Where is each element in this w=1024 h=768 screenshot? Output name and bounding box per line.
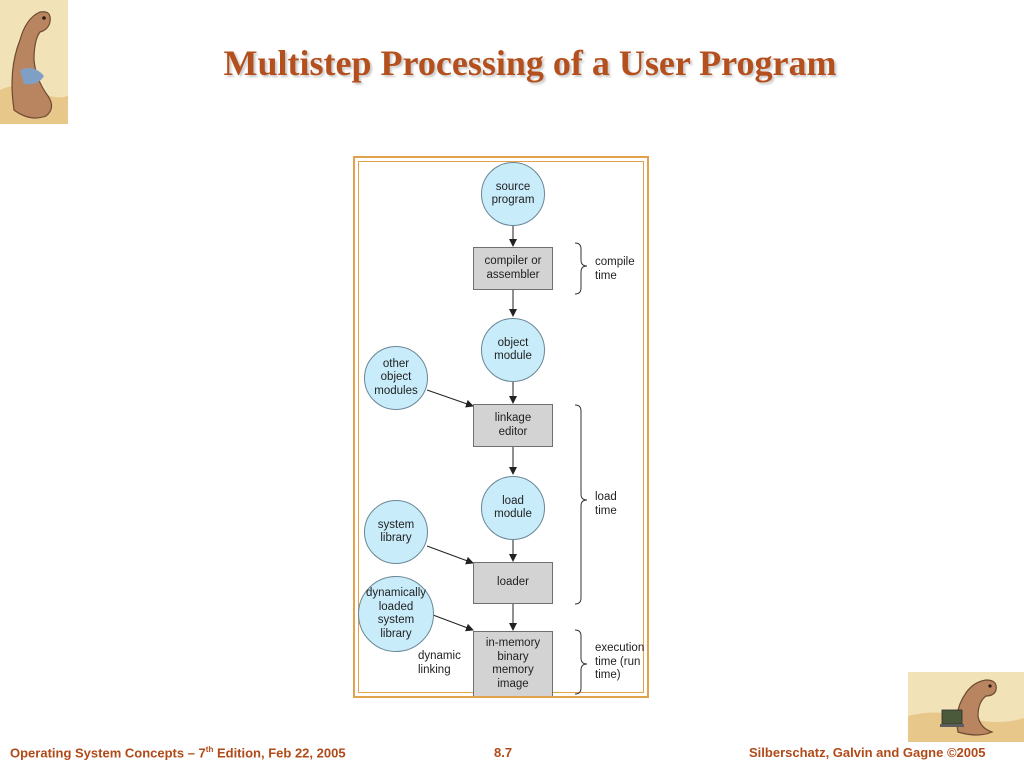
dinosaur-laptop-mascot-icon [908,672,1024,742]
arrow-dynamic-library-to-memory [432,614,474,632]
compiler-label: compiler or assembler [484,255,542,281]
other-object-modules-node: other object modules [364,346,428,410]
compile-time-label: compile time [595,256,635,282]
in-memory-image-label: in-memory binary memory image [485,637,541,690]
arrow-other-modules-to-linkage [426,389,474,408]
brace-load-time [574,404,588,605]
loader-node: loader [473,562,553,604]
dynamically-loaded-library-node: dynamically loaded system library [358,576,434,652]
footer-copyright: Silberschatz, Galvin and Gagne ©2005 [749,745,986,760]
system-library-label: system library [377,518,415,545]
linkage-editor-label: linkage editor [494,412,532,438]
dynamically-loaded-library-label: dynamically loaded system library [365,587,427,640]
brace-compile-time [574,242,588,295]
footer-book-title: Operating System Concepts – 7 [10,745,206,761]
load-module-label: load module [494,494,532,521]
load-time-label: load time [595,491,617,517]
source-program-node: source program [481,162,545,226]
linkage-editor-node: linkage editor [473,404,553,447]
diagram-frame: source program compiler or assembler obj… [353,156,649,698]
compiler-node: compiler or assembler [473,247,553,290]
object-module-node: object module [481,318,545,382]
page-number: 8.7 [494,745,513,760]
system-library-node: system library [364,500,428,564]
slide-title: Multistep Processing of a User Program [223,43,837,83]
arrow-system-library-to-loader [426,545,474,565]
in-memory-image-node: in-memory binary memory image [473,631,553,696]
footer-left: Operating System Concepts – 7th Edition,… [10,745,346,760]
loader-label: loader [497,576,529,589]
diagram-connectors [426,226,588,695]
dynamic-linking-label: dynamic linking [418,650,461,676]
other-object-modules-label: other object modules [374,357,418,397]
load-module-node: load module [481,476,545,540]
footer-edition-date: Edition, Feb 22, 2005 [213,745,346,761]
dinosaur-mascot-icon [0,0,68,124]
footer-edition-sup: th [205,745,214,754]
object-module-label: object module [494,336,532,363]
brace-execution-time [574,629,588,695]
source-program-label: source program [491,180,535,207]
execution-time-label: execution time (run time) [595,642,645,681]
